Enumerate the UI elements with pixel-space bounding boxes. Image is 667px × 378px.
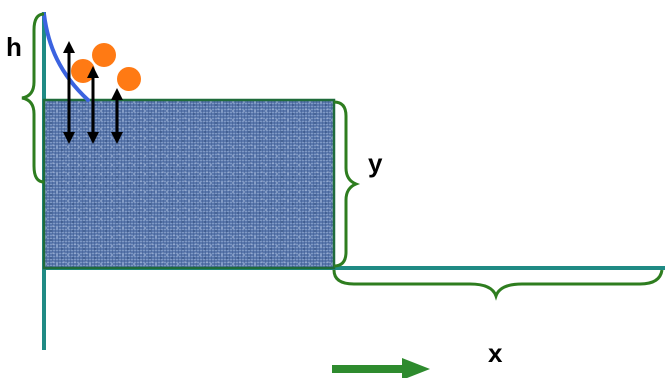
h-brace: [21, 12, 45, 184]
particle: [71, 59, 95, 83]
x-brace: [332, 269, 664, 301]
particle: [92, 43, 116, 67]
fluid-surface-curve: [42, 12, 90, 102]
textured-block: [42, 98, 336, 270]
particle: [117, 67, 141, 91]
direction-arrow: [332, 358, 430, 378]
y-brace: [333, 100, 361, 268]
h-label: h: [6, 32, 22, 62]
y-label: y: [368, 148, 383, 178]
x-label: x: [488, 338, 503, 368]
